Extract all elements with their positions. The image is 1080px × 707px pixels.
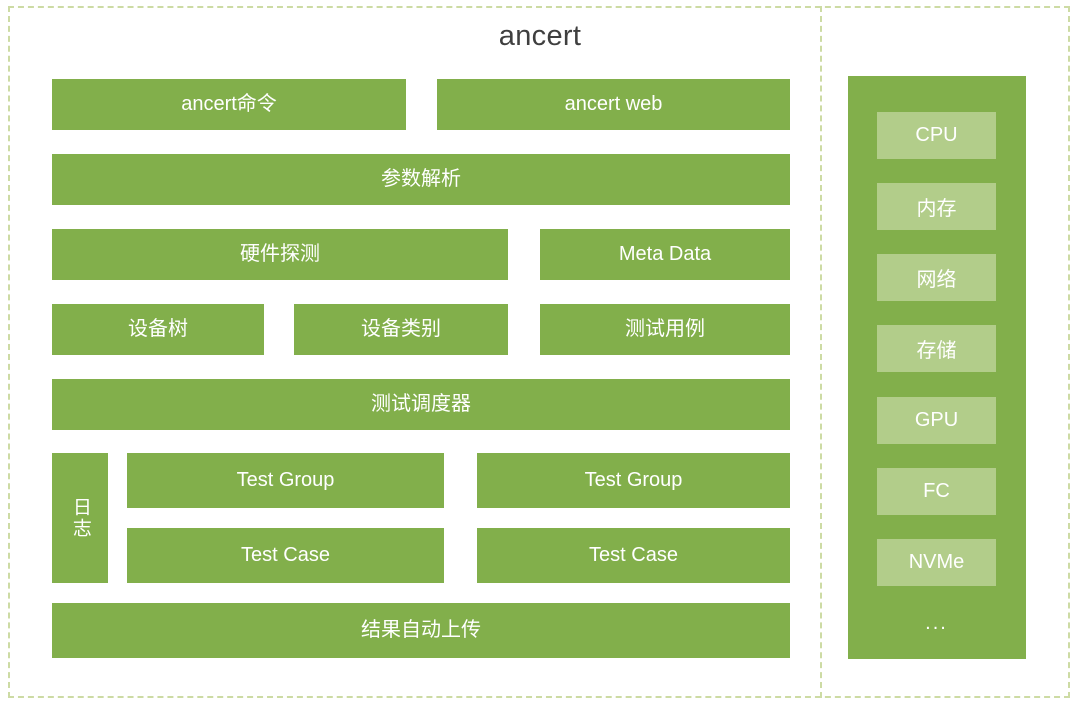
block-test-group-right[interactable]: Test Group xyxy=(477,453,790,508)
resource-ellipsis: ... xyxy=(925,611,948,634)
block-device-tree[interactable]: 设备树 xyxy=(52,304,264,355)
block-ancert-command[interactable]: ancert命令 xyxy=(52,79,406,130)
resource-item-cpu[interactable]: CPU xyxy=(877,112,996,159)
block-test-case-item[interactable]: 测试用例 xyxy=(540,304,790,355)
block-test-group-left[interactable]: Test Group xyxy=(127,453,444,508)
block-hardware-detect[interactable]: 硬件探测 xyxy=(52,229,508,280)
resource-item-gpu[interactable]: GPU xyxy=(877,397,996,444)
block-test-case-right[interactable]: Test Case xyxy=(477,528,790,583)
block-meta-data[interactable]: Meta Data xyxy=(540,229,790,280)
resource-item-network[interactable]: 网络 xyxy=(877,254,996,301)
diagram-title: ancert xyxy=(498,20,582,52)
block-test-scheduler[interactable]: 测试调度器 xyxy=(52,379,790,430)
resource-item-fc[interactable]: FC xyxy=(877,468,996,515)
resource-item-nvme[interactable]: NVMe xyxy=(877,539,996,586)
block-test-case-left[interactable]: Test Case xyxy=(127,528,444,583)
outer-dashed-frame xyxy=(8,6,1070,698)
resource-item-memory[interactable]: 内存 xyxy=(877,183,996,230)
block-ancert-web[interactable]: ancert web xyxy=(437,79,790,130)
resource-item-storage[interactable]: 存储 xyxy=(877,325,996,372)
vertical-dashed-divider xyxy=(820,6,822,698)
block-result-auto-upload[interactable]: 结果自动上传 xyxy=(52,603,790,658)
block-log[interactable]: 日志 xyxy=(52,453,108,583)
block-device-category[interactable]: 设备类别 xyxy=(294,304,508,355)
block-param-parse[interactable]: 参数解析 xyxy=(52,154,790,205)
